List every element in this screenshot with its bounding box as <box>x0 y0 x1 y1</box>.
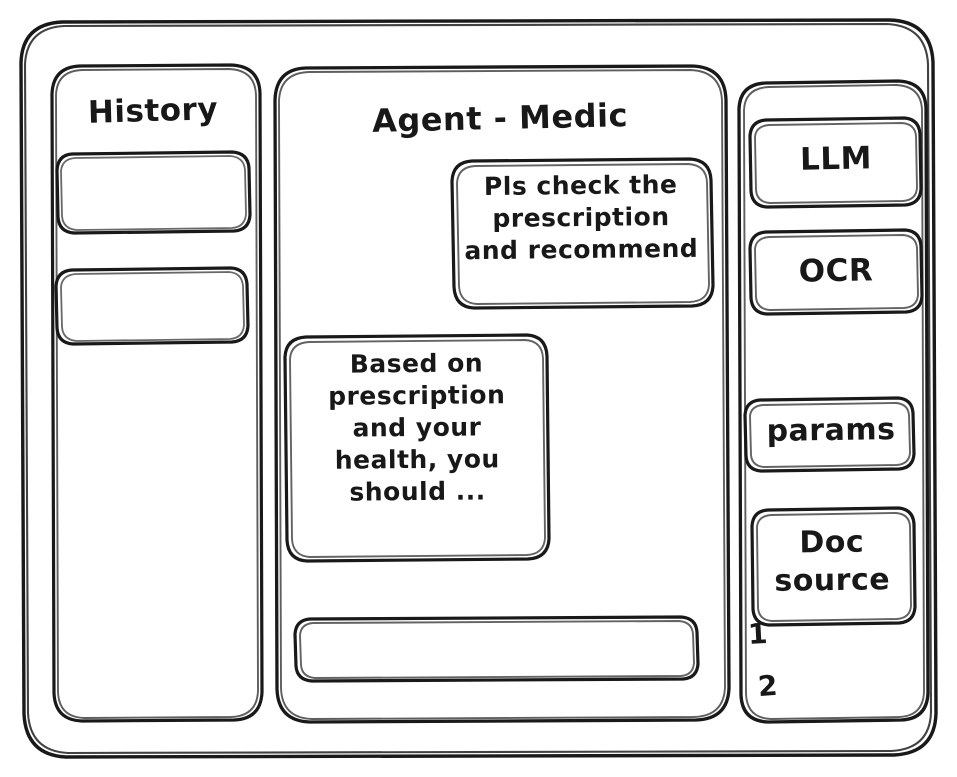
tool-doc-source-button[interactable] <box>752 508 915 625</box>
composer-input[interactable] <box>295 617 698 681</box>
agent-message-bubble[interactable] <box>285 335 549 561</box>
tool-llm-button[interactable] <box>750 118 921 207</box>
tool-params-button[interactable] <box>745 398 914 471</box>
history-item-2[interactable] <box>56 268 248 344</box>
history-item-1[interactable] <box>57 152 250 233</box>
user-message-bubble[interactable] <box>452 159 713 308</box>
tool-ocr-button[interactable] <box>750 230 922 314</box>
